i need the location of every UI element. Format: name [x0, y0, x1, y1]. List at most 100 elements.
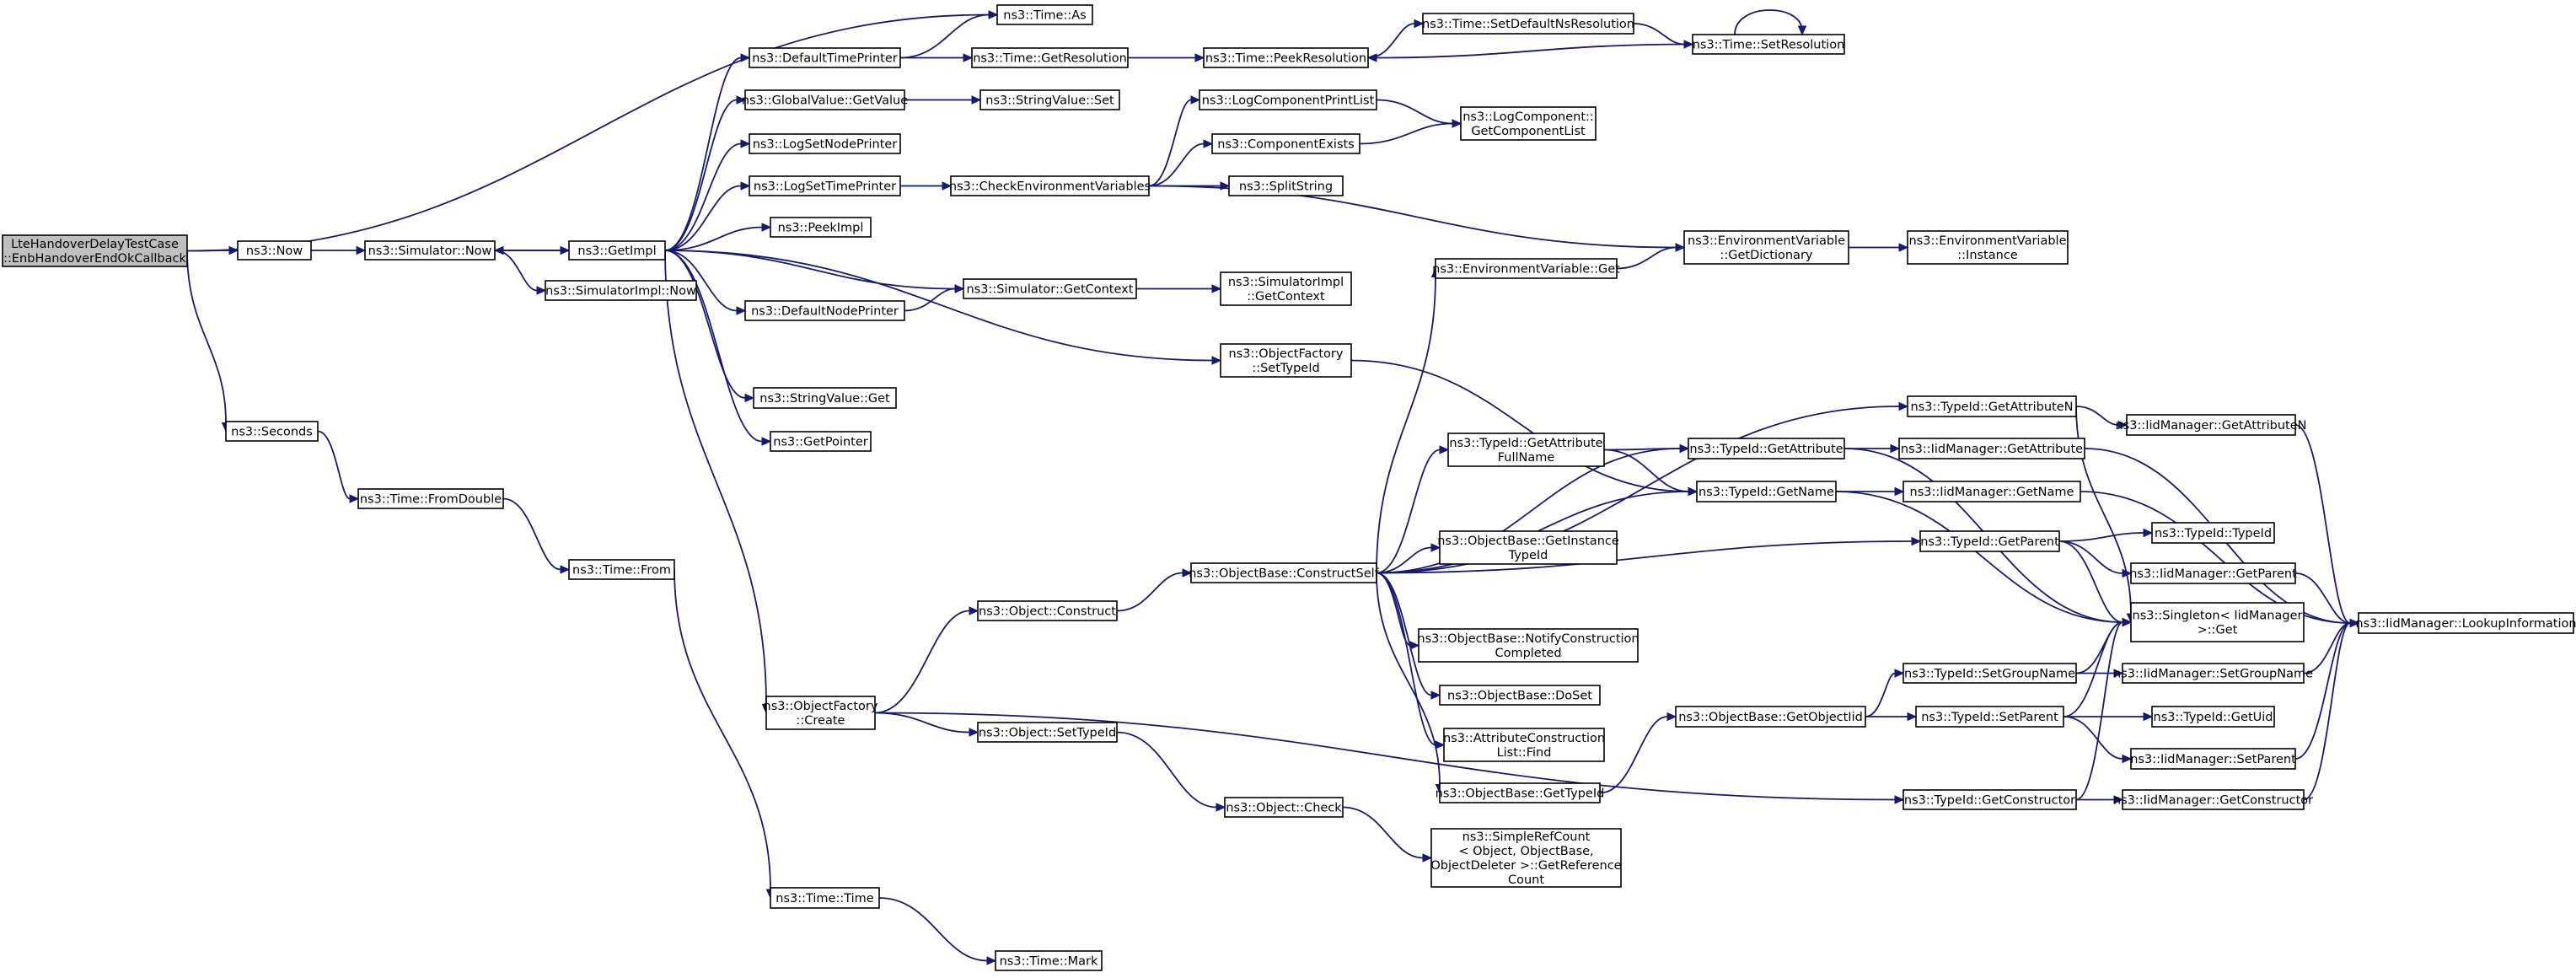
- node-label: ObjectDeleter >::GetReference: [1430, 859, 1621, 873]
- node-iidGetAttribute[interactable]: ns3::IidManager::GetAttribute: [1898, 438, 2085, 459]
- node-iidGetAttributeN[interactable]: ns3::IidManager::GetAttributeN: [2115, 414, 2307, 436]
- node-timeAs[interactable]: ns3::Time::As: [996, 4, 1093, 25]
- node-iidSetGroupName[interactable]: ns3::IidManager::SetGroupName: [2113, 663, 2313, 684]
- node-label: ns3::LogSetTimePrinter: [754, 180, 896, 194]
- node-envVarGetDict[interactable]: ns3::EnvironmentVariable::GetDictionary: [1683, 230, 1849, 265]
- node-getImpl[interactable]: ns3::GetImpl: [568, 240, 666, 261]
- node-obGetObjectIid[interactable]: ns3::ObjectBase::GetObjectIid: [1675, 706, 1866, 728]
- node-box: [1907, 395, 2077, 417]
- node-fromDouble[interactable]: ns3::Time::FromDouble: [357, 488, 504, 509]
- node-obConstructSelf[interactable]: ns3::ObjectBase::ConstructSelf: [1189, 562, 1380, 583]
- node-label: ns3::ObjectBase::DoSet: [1447, 690, 1592, 703]
- node-box: [1220, 343, 1352, 378]
- node-simImplNow[interactable]: ns3::SimulatorImpl::Now: [545, 280, 697, 301]
- node-iidGetParent[interactable]: ns3::IidManager::GetParent: [2129, 562, 2297, 584]
- node-obGetTypeId[interactable]: ns3::ObjectBase::GetTypeId: [1436, 782, 1605, 803]
- edge-ofCreate-to-objSetTypeId: [874, 712, 979, 737]
- node-tidGetName[interactable]: ns3::TypeId::GetName: [1696, 481, 1837, 502]
- node-tidGetUid[interactable]: ns3::TypeId::GetUid: [2151, 706, 2275, 728]
- node-label: ns3::Time::From: [572, 564, 671, 578]
- node-label: ns3::TypeId::GetParent: [1920, 535, 2059, 549]
- node-singletonGet[interactable]: ns3::Singleton< IidManager>::Get: [2130, 602, 2305, 642]
- arrowhead: [740, 181, 751, 191]
- node-timeFrom[interactable]: ns3::Time::From: [568, 559, 675, 580]
- node-gvGetValue[interactable]: ns3::GlobalValue::GetValue: [742, 89, 908, 110]
- node-tidSetGroupName[interactable]: ns3::TypeId::SetGroupName: [1902, 663, 2077, 684]
- node-box: [568, 240, 666, 261]
- node-setDefaultNsRes[interactable]: ns3::Time::SetDefaultNsResolution: [1422, 13, 1634, 35]
- node-timeMark[interactable]: ns3::Time::Mark: [995, 950, 1103, 971]
- node-setResolution[interactable]: ns3::Time::SetResolution: [1692, 34, 1845, 55]
- node-logSetNodePrinter[interactable]: ns3::LogSetNodePrinter: [749, 133, 901, 154]
- node-now[interactable]: ns3::Now: [237, 240, 312, 261]
- node-iidLookupInfo[interactable]: ns3::IidManager::LookupInformation: [2355, 612, 2576, 634]
- node-ofSetTypeId[interactable]: ns3::ObjectFactory::SetTypeId: [1220, 343, 1352, 378]
- arrowhead: [228, 245, 239, 255]
- edge-simNow-to-simImplNow: [494, 250, 547, 295]
- node-tidGetAttributeN[interactable]: ns3::TypeId::GetAttributeN: [1907, 395, 2077, 417]
- node-tidGetParent[interactable]: ns3::TypeId::GetParent: [1919, 530, 2060, 552]
- node-label: ns3::Time::Time: [775, 892, 874, 905]
- node-box: [1203, 47, 1369, 68]
- node-logSetTimePrinter[interactable]: ns3::LogSetTimePrinter: [749, 175, 901, 196]
- node-simpleRefCount[interactable]: ns3::SimpleRefCount< Object, ObjectBase,…: [1430, 828, 1622, 888]
- edge-obConstructSelf-to-tidGetParent: [1376, 536, 1922, 574]
- node-simImplGetContext[interactable]: ns3::SimulatorImpl::GetContext: [1220, 271, 1352, 306]
- node-timeTime[interactable]: ns3::Time::Time: [770, 887, 880, 909]
- node-box: [1224, 797, 1344, 818]
- node-tidGetAttribute[interactable]: ns3::TypeId::GetAttribute: [1688, 438, 1845, 459]
- node-box: [1919, 530, 2060, 552]
- node-envVarGet[interactable]: ns3::EnvironmentVariable::Get: [1432, 258, 1620, 279]
- node-obNotifyConstruction[interactable]: ns3::ObjectBase::NotifyConstructionCompl…: [1417, 628, 1640, 663]
- node-box: [1199, 89, 1377, 110]
- node-splitString[interactable]: ns3::SplitString: [1228, 175, 1344, 196]
- edge-simGetContext-to-simImplGetContext: [1135, 284, 1222, 293]
- node-defNodePrinter[interactable]: ns3::DefaultNodePrinter: [744, 300, 905, 321]
- node-simNow[interactable]: ns3::Simulator::Now: [364, 240, 496, 261]
- node-objSetTypeId[interactable]: ns3::Object::SetTypeId: [977, 722, 1118, 743]
- node-tidGetConstructor[interactable]: ns3::TypeId::GetConstructor: [1902, 789, 2077, 810]
- node-iidGetConstructor[interactable]: ns3::IidManager::GetConstructor: [2113, 789, 2313, 810]
- arrowhead: [356, 245, 367, 255]
- node-logCompPrintList[interactable]: ns3::LogComponentPrintList: [1199, 89, 1377, 110]
- node-logCompGetList[interactable]: ns3::LogComponent::GetComponentList: [1460, 106, 1597, 141]
- node-box: [1675, 706, 1866, 728]
- node-iidSetParent[interactable]: ns3::IidManager::SetParent: [2130, 748, 2296, 770]
- node-tidSetParent[interactable]: ns3::TypeId::SetParent: [1915, 706, 2064, 728]
- node-box: [2151, 522, 2275, 544]
- node-envVarInstance[interactable]: ns3::EnvironmentVariable::Instance: [1907, 230, 2069, 265]
- node-compExists[interactable]: ns3::ComponentExists: [1211, 133, 1360, 154]
- node-iidGetName[interactable]: ns3::IidManager::GetName: [1902, 481, 2081, 502]
- node-simGetContext[interactable]: ns3::Simulator::GetContext: [963, 278, 1137, 299]
- node-label: ns3::TypeId::SetGroupName: [1904, 668, 2075, 681]
- node-objConstruct[interactable]: ns3::Object::Construct: [977, 600, 1118, 621]
- node-ofCreate[interactable]: ns3::ObjectFactory::Create: [764, 696, 878, 730]
- arrowhead: [1439, 445, 1450, 454]
- node-objCheck[interactable]: ns3::Object::Check: [1224, 797, 1344, 818]
- node-getResolution[interactable]: ns3::Time::GetResolution: [971, 47, 1129, 68]
- node-box: [744, 300, 905, 321]
- node-label: ns3::Time::As: [1003, 9, 1086, 23]
- node-peekResolution[interactable]: ns3::Time::PeekResolution: [1203, 47, 1369, 68]
- node-svSet[interactable]: ns3::StringValue::Set: [979, 89, 1120, 110]
- node-obDoSet[interactable]: ns3::ObjectBase::DoSet: [1439, 685, 1601, 706]
- node-svGet[interactable]: ns3::StringValue::Get: [753, 387, 897, 409]
- node-seconds[interactable]: ns3::Seconds: [225, 421, 319, 442]
- node-root[interactable]: LteHandoverDelayTestCase::EnbHandoverEnd…: [2, 234, 188, 267]
- node-box: [1430, 828, 1622, 888]
- node-defTimePrinter[interactable]: ns3::DefaultTimePrinter: [749, 47, 901, 68]
- node-box: [568, 559, 675, 580]
- edge-getImpl-to-svGet: [664, 250, 755, 403]
- node-tidTypeId[interactable]: ns3::TypeId::TypeId: [2151, 522, 2275, 544]
- node-label: ns3::GlobalValue::GetValue: [742, 94, 908, 108]
- node-peekImpl[interactable]: ns3::PeekImpl: [770, 217, 872, 238]
- arrowhead: [2122, 754, 2133, 764]
- arrowhead: [2113, 795, 2124, 804]
- node-getPointer[interactable]: ns3::GetPointer: [770, 431, 872, 452]
- edge-obGetTypeId-to-obGetObjectIid: [1599, 712, 1677, 794]
- node-checkEnv[interactable]: ns3::CheckEnvironmentVariables: [949, 175, 1151, 196]
